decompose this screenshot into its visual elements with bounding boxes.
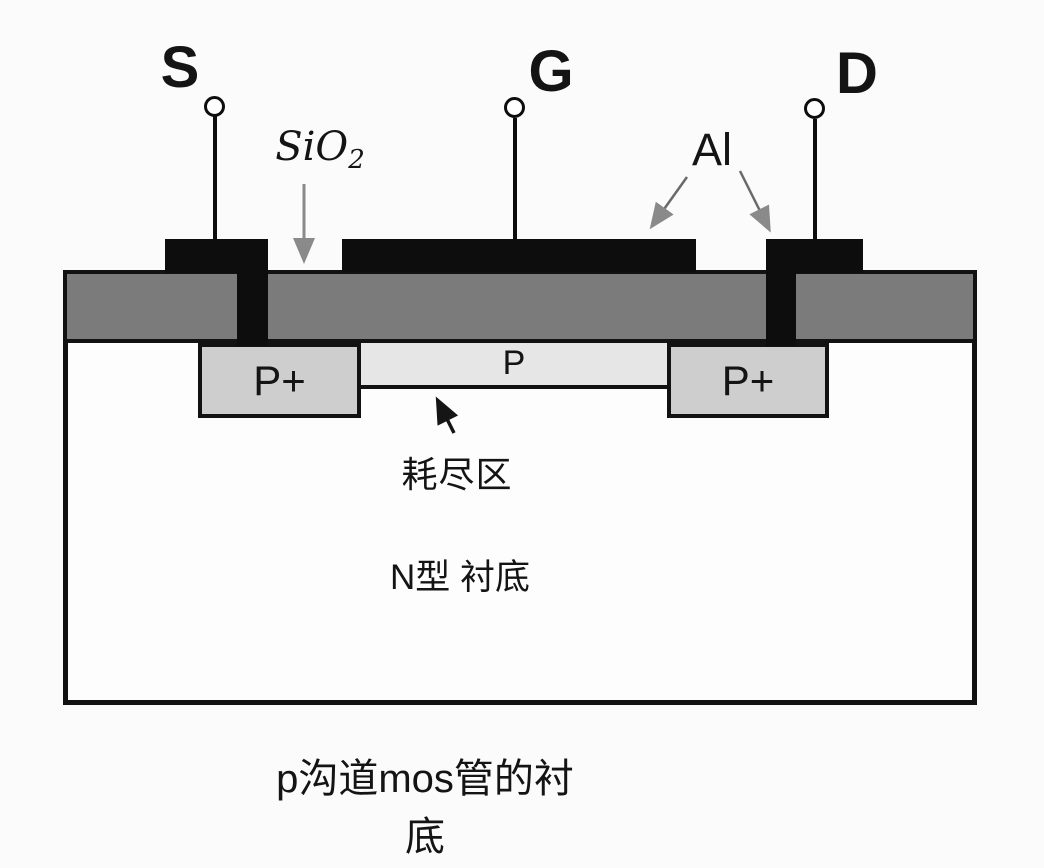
- sio2-annotation-label: SiO2: [258, 124, 382, 175]
- source-lead-wire: [213, 116, 217, 243]
- drain-contact-plug: [766, 239, 796, 346]
- p-plus-source-label: P+: [253, 356, 306, 404]
- gate-terminal-node: [504, 97, 525, 118]
- drain-terminal-label: D: [836, 41, 878, 106]
- p-channel-region: P: [361, 343, 667, 389]
- source-terminal-node: [204, 96, 225, 117]
- drain-lead-wire: [813, 119, 817, 242]
- al-pointer-arrow-left: [649, 176, 689, 230]
- gate-terminal-label: G: [528, 39, 574, 104]
- drain-terminal-node: [804, 98, 825, 119]
- sio2-formula-base: SiO: [275, 124, 349, 170]
- gate-metal-electrode: [342, 239, 696, 272]
- gate-lead-wire: [513, 118, 517, 242]
- source-contact-plug: [237, 239, 268, 346]
- p-channel-label: P: [502, 344, 526, 382]
- p-plus-region-drain: P+: [667, 343, 829, 418]
- p-plus-region-source: P+: [198, 343, 361, 418]
- depletion-region-label: 耗尽区: [401, 454, 513, 495]
- aluminum-annotation-label: Al: [691, 124, 732, 175]
- sio2-oxide-layer: [63, 270, 977, 343]
- p-plus-drain-label: P+: [721, 356, 775, 404]
- substrate-type-label: N型 衬底: [389, 558, 530, 597]
- sio2-formula-subscript: 2: [348, 145, 365, 175]
- source-terminal-label: S: [160, 35, 200, 100]
- diagram-caption: p沟道mos管的衬底: [276, 757, 574, 859]
- al-pointer-arrow-right: [738, 170, 771, 233]
